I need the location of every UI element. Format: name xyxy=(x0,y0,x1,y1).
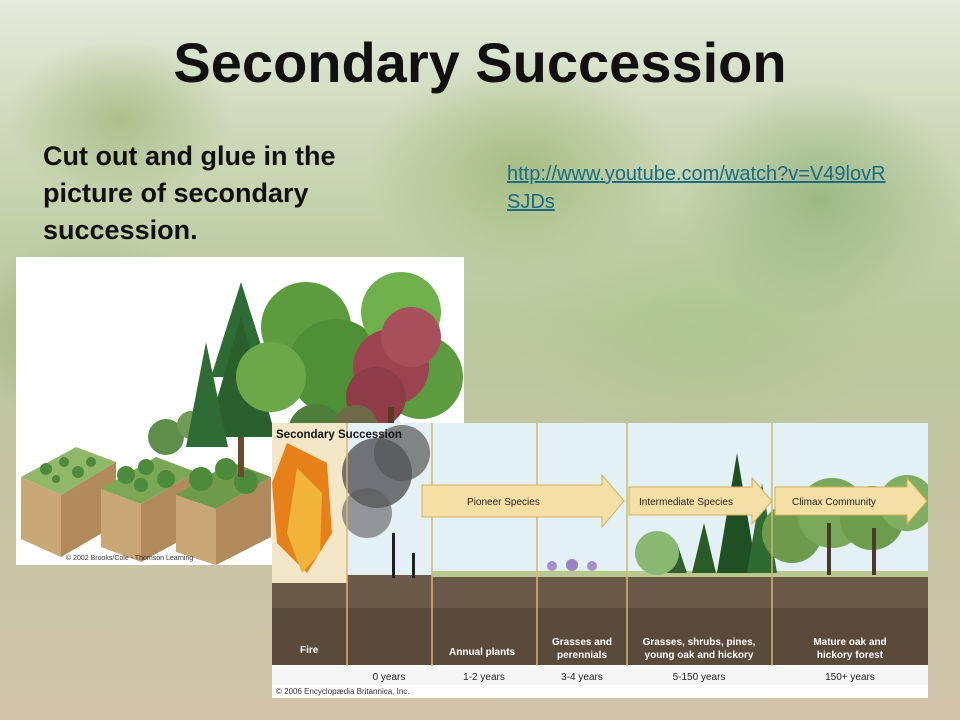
diagram-heading: Secondary Succession xyxy=(276,429,402,441)
svg-text:perennials: perennials xyxy=(557,650,607,661)
soil-blocks xyxy=(21,447,271,565)
year-1: 1-2 years xyxy=(463,672,505,683)
year-0: 0 years xyxy=(373,672,406,683)
stage-fire: Fire xyxy=(300,645,319,656)
svg-text:Intermediate Species: Intermediate Species xyxy=(639,497,733,508)
stage-climax: Mature oak and xyxy=(813,637,886,648)
diagram-credit: © 2006 Encyclopædia Britannica, Inc. xyxy=(276,687,410,696)
year-2: 3-4 years xyxy=(561,672,603,683)
instruction-text: Cut out and glue in the picture of secon… xyxy=(43,141,336,245)
stage-shrubs: Grasses, shrubs, pines, xyxy=(643,637,756,648)
svg-text:Climax Community: Climax Community xyxy=(792,497,876,508)
pioneer-arrow: Pioneer Species xyxy=(421,473,625,529)
svg-text:hickory forest: hickory forest xyxy=(817,650,884,661)
svg-text:Pioneer Species: Pioneer Species xyxy=(467,497,540,508)
left-illustration-credit: © 2002 Brooks/Cole - Thomson Learning xyxy=(66,554,193,562)
slide-title: Secondary Succession xyxy=(173,31,787,94)
trees xyxy=(186,272,463,477)
stage-grasses: Grasses and xyxy=(552,637,612,648)
succession-diagram: Secondary Succession Pioneer Species Int… xyxy=(272,423,928,698)
climax-arrow: Climax Community xyxy=(774,476,928,526)
svg-text:young oak and hickory: young oak and hickory xyxy=(645,650,754,661)
year-3: 5-150 years xyxy=(673,672,726,683)
stage-annual: Annual plants xyxy=(449,647,516,658)
year-4: 150+ years xyxy=(825,672,875,683)
fire-scene xyxy=(272,423,430,583)
video-link[interactable]: http://www.youtube.com/watch?v=V49lovRSJ… xyxy=(507,163,886,213)
intermediate-arrow: Intermediate Species xyxy=(628,476,773,526)
